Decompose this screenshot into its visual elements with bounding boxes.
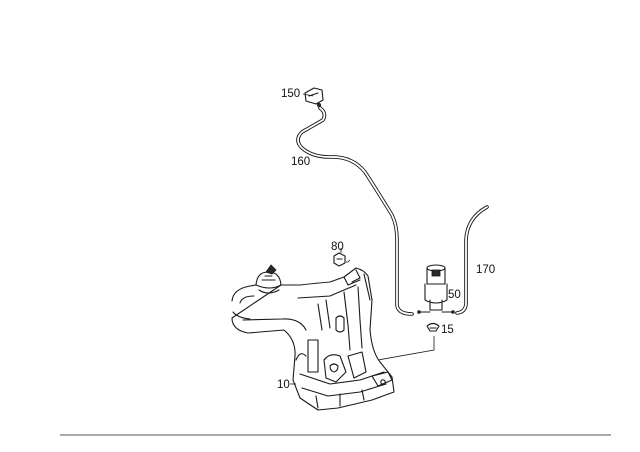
- part-10-reservoir[interactable]: [231, 264, 395, 411]
- callout-80: 80: [331, 241, 344, 253]
- part-170-hose[interactable]: [455, 205, 489, 315]
- callout-50: 50: [448, 289, 461, 301]
- callout-160: 160: [291, 156, 310, 168]
- callout-15: 15: [441, 324, 454, 336]
- part-15-grommet[interactable]: [426, 322, 440, 332]
- part-80-clip[interactable]: [333, 252, 346, 267]
- callout-150: 150: [281, 88, 300, 100]
- leader-lines: [290, 93, 435, 385]
- callout-170: 170: [476, 264, 495, 276]
- callout-10: 10: [277, 379, 290, 391]
- part-50-pump[interactable]: [417, 264, 455, 314]
- part-150-cap[interactable]: [304, 87, 324, 108]
- part-160-hose[interactable]: [296, 106, 414, 316]
